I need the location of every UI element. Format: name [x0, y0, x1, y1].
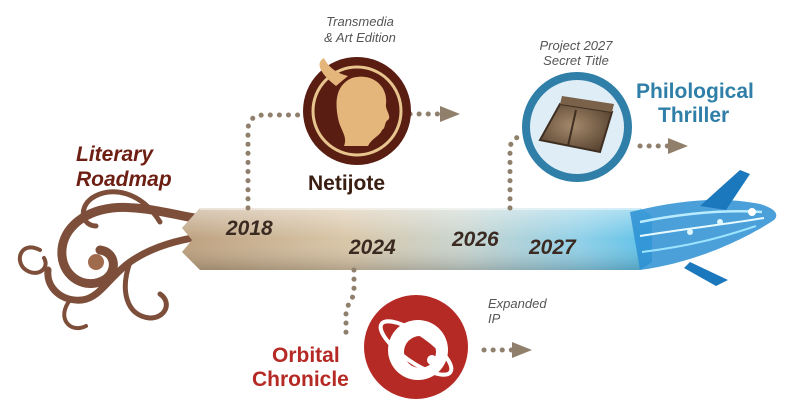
connector-orbital [343, 267, 515, 353]
netijote-subtitle-line2: & Art Edition [324, 30, 396, 45]
rocket-icon [630, 170, 777, 286]
roadmap-title-line1: Literary [76, 143, 154, 166]
arrow-philological [668, 138, 688, 154]
timeline-bar [182, 208, 652, 270]
year-2026: 2026 [452, 228, 499, 251]
orbital-badge [364, 295, 468, 399]
roadmap-title-line2: Roadmap [76, 168, 172, 191]
philological-badge [522, 72, 632, 182]
year-2027: 2027 [529, 236, 576, 259]
orbital-label-line1: Orbital [272, 344, 340, 367]
philological-label-line1: Philological [636, 80, 754, 103]
year-2018: 2018 [226, 217, 273, 240]
arrow-netijote [440, 106, 460, 122]
netijote-label: Netijote [308, 172, 386, 195]
orbital-subtitle-line1: Expanded [488, 296, 547, 311]
scroll-ornament-icon [17, 189, 210, 330]
philological-subtitle-line2: Secret Title [543, 53, 609, 68]
netijote-badge [303, 57, 411, 165]
philological-subtitle-line1: Project 2027 [539, 38, 613, 53]
orbital-subtitle-line2: IP [488, 311, 501, 326]
netijote-subtitle-line1: Transmedia [326, 14, 394, 29]
year-2024: 2024 [349, 236, 396, 259]
old-book-icon [538, 96, 614, 154]
connector-netijote [245, 111, 443, 211]
silhouette-profile-icon [336, 76, 390, 146]
philological-label-line2: Thriller [658, 104, 730, 127]
arrow-orbital [512, 342, 532, 358]
orbital-label-line2: Chronicle [252, 368, 349, 391]
